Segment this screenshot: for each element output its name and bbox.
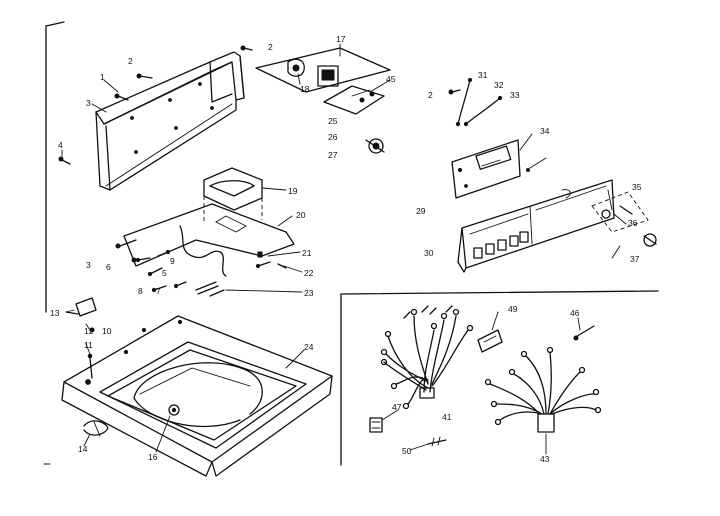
wire-harness-secondary (484, 346, 602, 433)
label-27: 27 (328, 150, 338, 160)
label-45: 45 (386, 74, 396, 84)
label-32: 32 (494, 80, 504, 90)
control-panel (457, 157, 615, 273)
label-13: 13 (50, 308, 60, 318)
label-36: 36 (628, 218, 638, 228)
label-23: 23 (304, 288, 314, 298)
label-3: 3 (86, 98, 91, 108)
frame-lines (43, 21, 659, 466)
screw-parts (58, 45, 461, 165)
misc-harness-parts (369, 325, 595, 447)
label-11: 11 (84, 340, 93, 350)
label-2: 2 (428, 90, 433, 100)
label-19: 19 (288, 186, 298, 196)
leader-lines (61, 43, 627, 455)
label-17: 17 (336, 34, 346, 44)
label-33: 33 (510, 90, 520, 100)
label-47: 47 (392, 402, 402, 412)
wire-leads (455, 77, 503, 127)
label-21: 21 (302, 248, 312, 258)
label-24: 24 (304, 342, 314, 352)
label-14: 14 (78, 444, 88, 454)
label-41: 41 (442, 412, 452, 422)
label-4: 4 (58, 140, 63, 150)
part-number-labels: 1 2 2 2 3 4 17 18 45 25 26 27 31 32 33 3… (50, 34, 642, 464)
label-43: 43 (540, 454, 550, 464)
label-35: 35 (632, 182, 642, 192)
lid-switch-box (203, 167, 263, 222)
label-1: 1 (100, 72, 105, 82)
label-7: 7 (156, 286, 161, 296)
label-20: 20 (296, 210, 306, 220)
label-8: 8 (138, 286, 143, 296)
label-10: 10 (102, 326, 112, 336)
washer-top (61, 315, 333, 477)
small-hardware (135, 249, 287, 297)
label-12: 12 (84, 326, 94, 336)
knob-assembly (591, 191, 657, 247)
label-16: 16 (148, 452, 158, 462)
console-backsplash (95, 51, 245, 191)
wire-harness-main (380, 305, 474, 410)
label-50: 50 (402, 446, 412, 456)
left-small-parts (65, 297, 109, 437)
label-6: 6 (106, 262, 111, 272)
top-cover-plate (115, 203, 295, 277)
label-37: 37 (630, 254, 640, 264)
label-22: 22 (304, 268, 314, 278)
control-panel-plate (451, 139, 521, 199)
timer-assembly (255, 47, 391, 154)
label-3: 3 (86, 260, 91, 270)
label-29: 29 (416, 206, 426, 216)
label-49: 49 (508, 304, 518, 314)
label-2: 2 (268, 42, 273, 52)
label-34: 34 (540, 126, 550, 136)
label-2: 2 (128, 56, 133, 66)
label-31: 31 (478, 70, 488, 80)
label-5: 5 (162, 268, 167, 278)
label-25: 25 (328, 116, 338, 126)
label-18: 18 (300, 84, 310, 94)
label-26: 26 (328, 132, 338, 142)
label-30: 30 (424, 248, 434, 258)
label-9: 9 (170, 256, 175, 266)
label-46: 46 (570, 308, 580, 318)
